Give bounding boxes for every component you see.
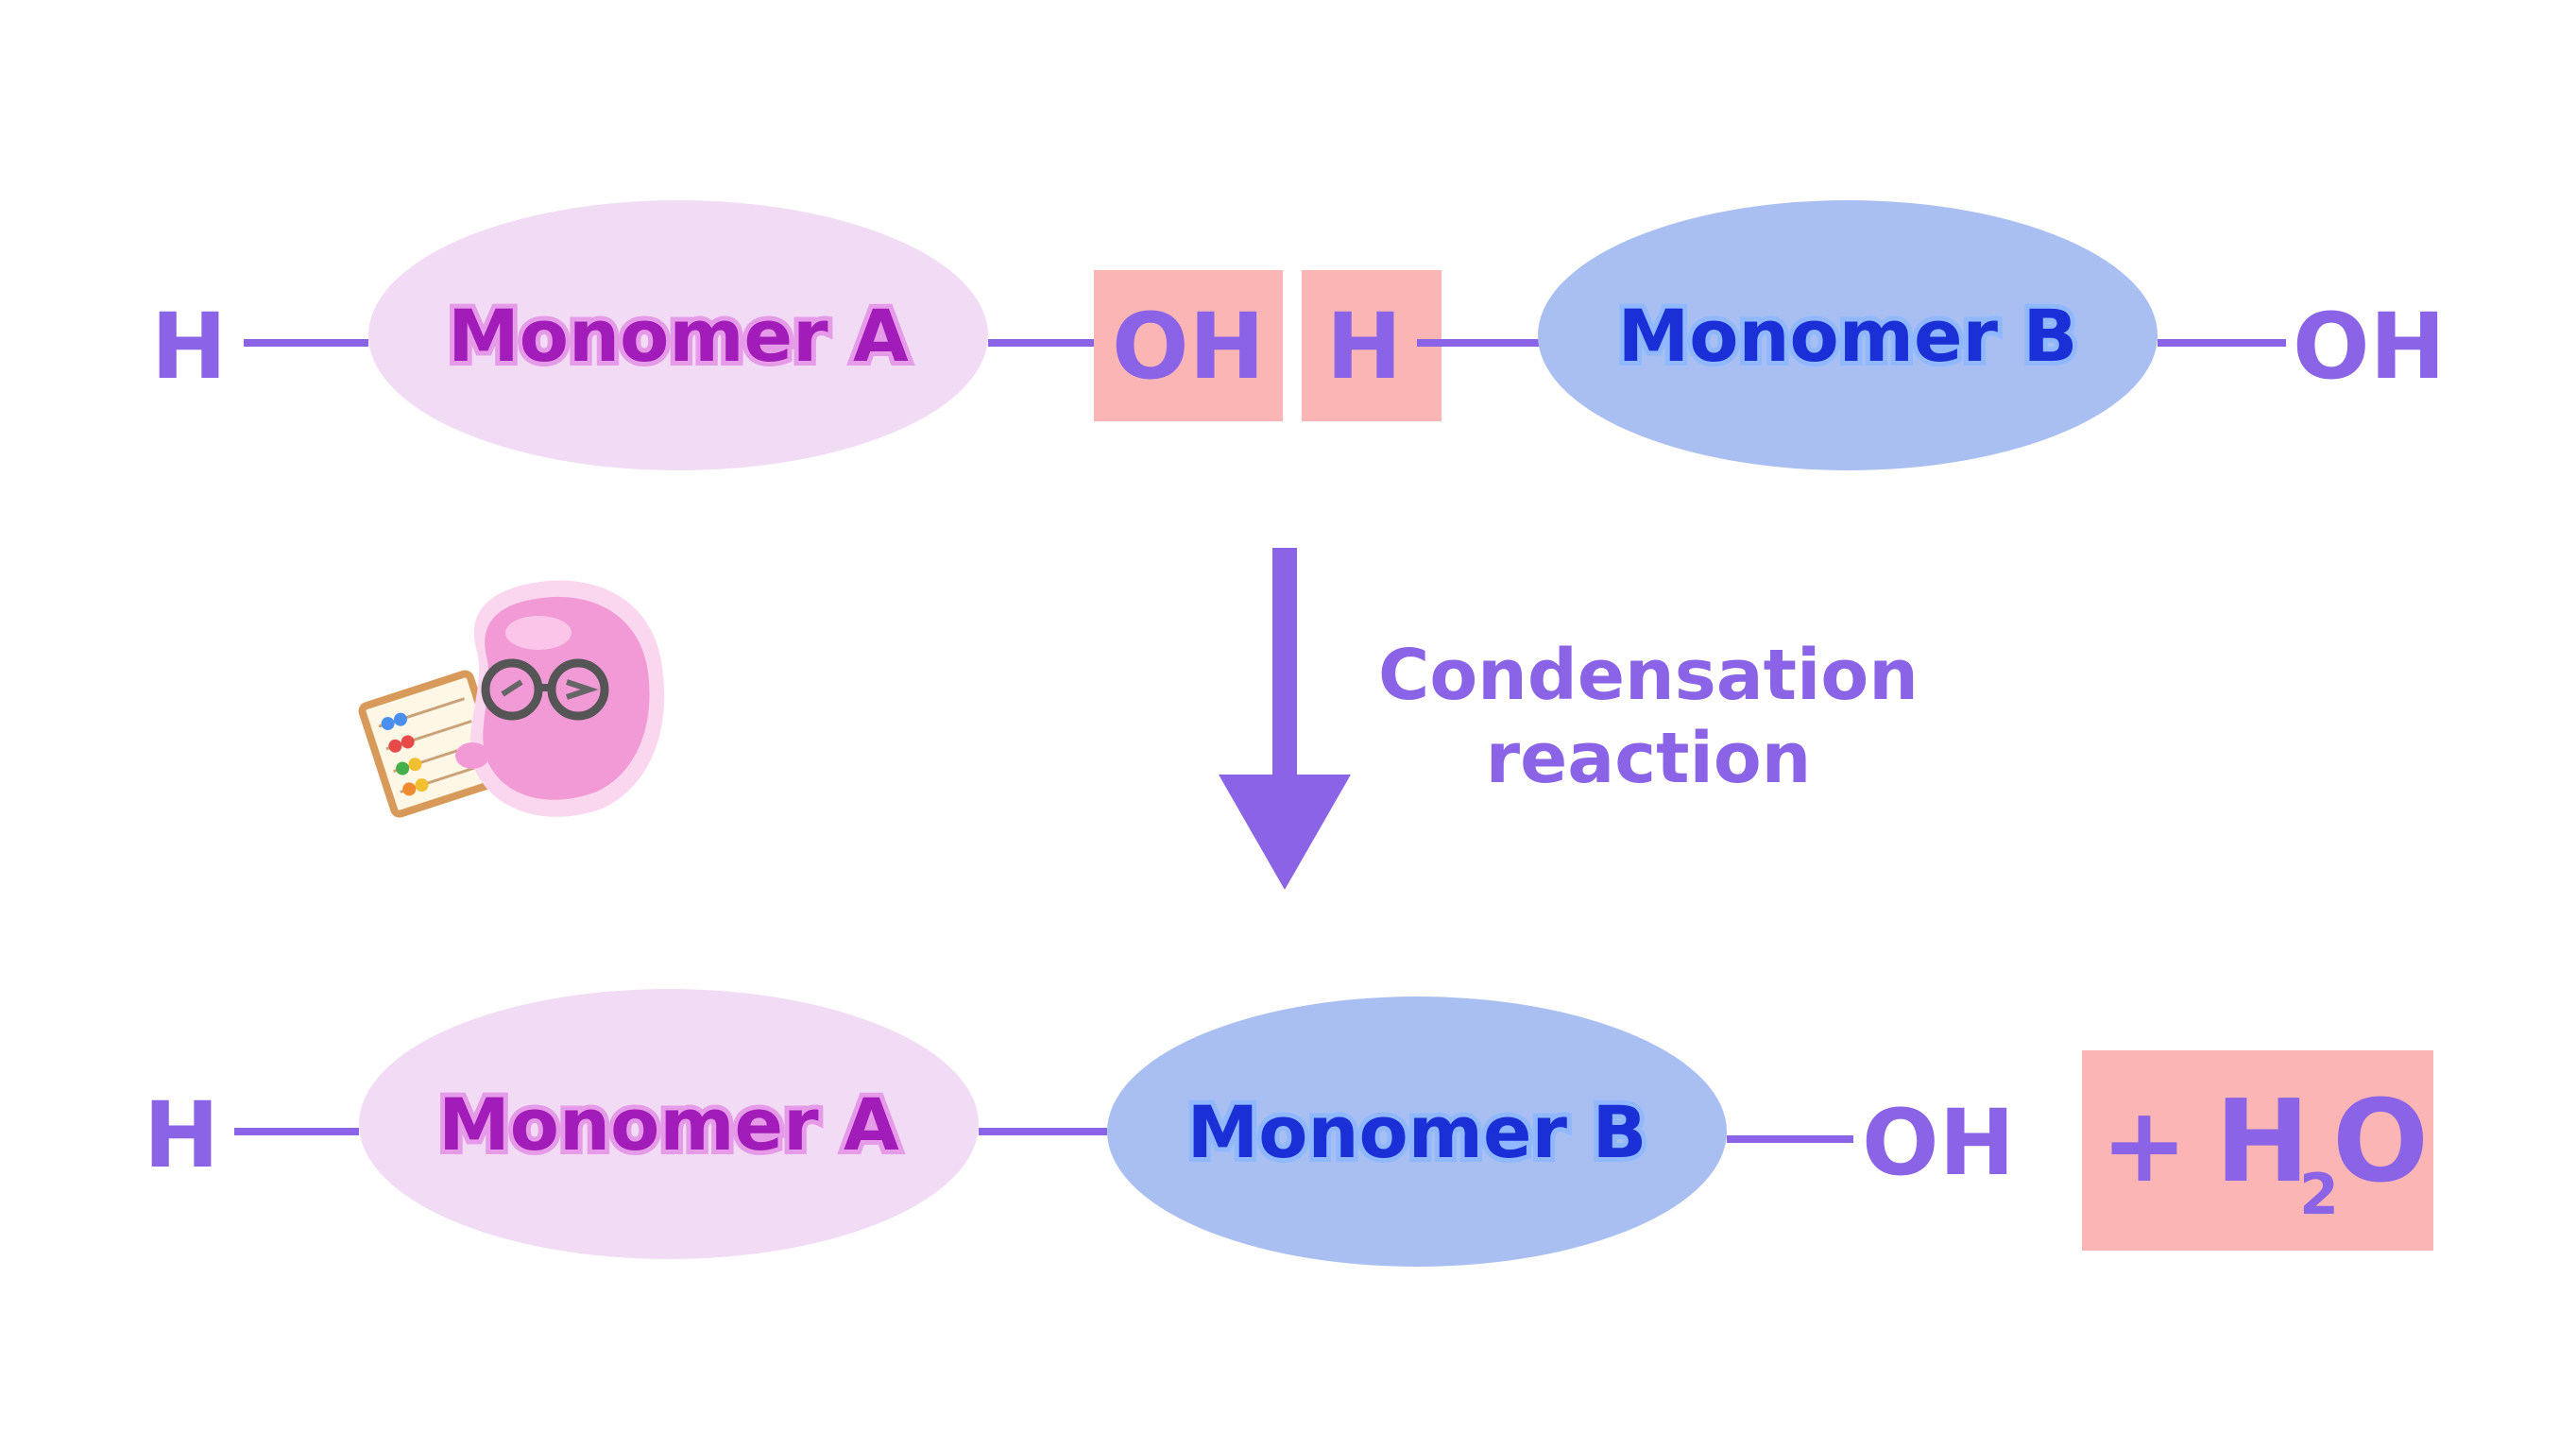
top-right-oh: OH xyxy=(2293,294,2446,400)
water-o: O xyxy=(2332,1077,2429,1208)
top-monomer-b-label: Monomer B xyxy=(1618,294,2078,378)
arrow-head-icon xyxy=(1219,775,1351,890)
bottom-monomer-a-ellipse xyxy=(359,989,979,1259)
water-product: + H 2 O xyxy=(2082,1050,2433,1251)
abacus-icon xyxy=(358,670,506,818)
top-monomer-b-ellipse xyxy=(1538,200,2158,470)
water-plus: + xyxy=(2101,1084,2188,1205)
reaction-label-line1: Condensation xyxy=(1378,635,1919,716)
reaction-arrow xyxy=(1219,548,1351,890)
water-subscript: 2 xyxy=(2299,1162,2339,1228)
bottom-monomer-a-label: Monomer A xyxy=(438,1082,899,1167)
top-left-h: H xyxy=(151,294,227,400)
top-monomer-a-ellipse xyxy=(368,200,988,470)
bottom-monomer-b-label: Monomer B xyxy=(1187,1090,1647,1174)
water-h: H xyxy=(2215,1077,2310,1208)
arrow-shaft xyxy=(1272,548,1297,779)
bottom-monomer-b-ellipse xyxy=(1107,997,1727,1267)
water-highlight-box xyxy=(2082,1050,2433,1251)
bottom-right-oh: OH xyxy=(1862,1090,2015,1196)
oh-highlight-box xyxy=(1094,270,1283,421)
bottom-row: H Monomer A Monomer B OH + H 2 O xyxy=(144,989,2433,1267)
top-h-label: H xyxy=(1326,294,1402,400)
top-oh-label: OH xyxy=(1112,294,1265,400)
top-row: H Monomer A OH H Monomer B OH xyxy=(151,200,2446,470)
mascot-blob-icon xyxy=(358,580,665,818)
top-monomer-a-label: Monomer A xyxy=(448,294,909,378)
bottom-left-h: H xyxy=(144,1082,219,1188)
reaction-label-line2: reaction xyxy=(1486,718,1812,799)
